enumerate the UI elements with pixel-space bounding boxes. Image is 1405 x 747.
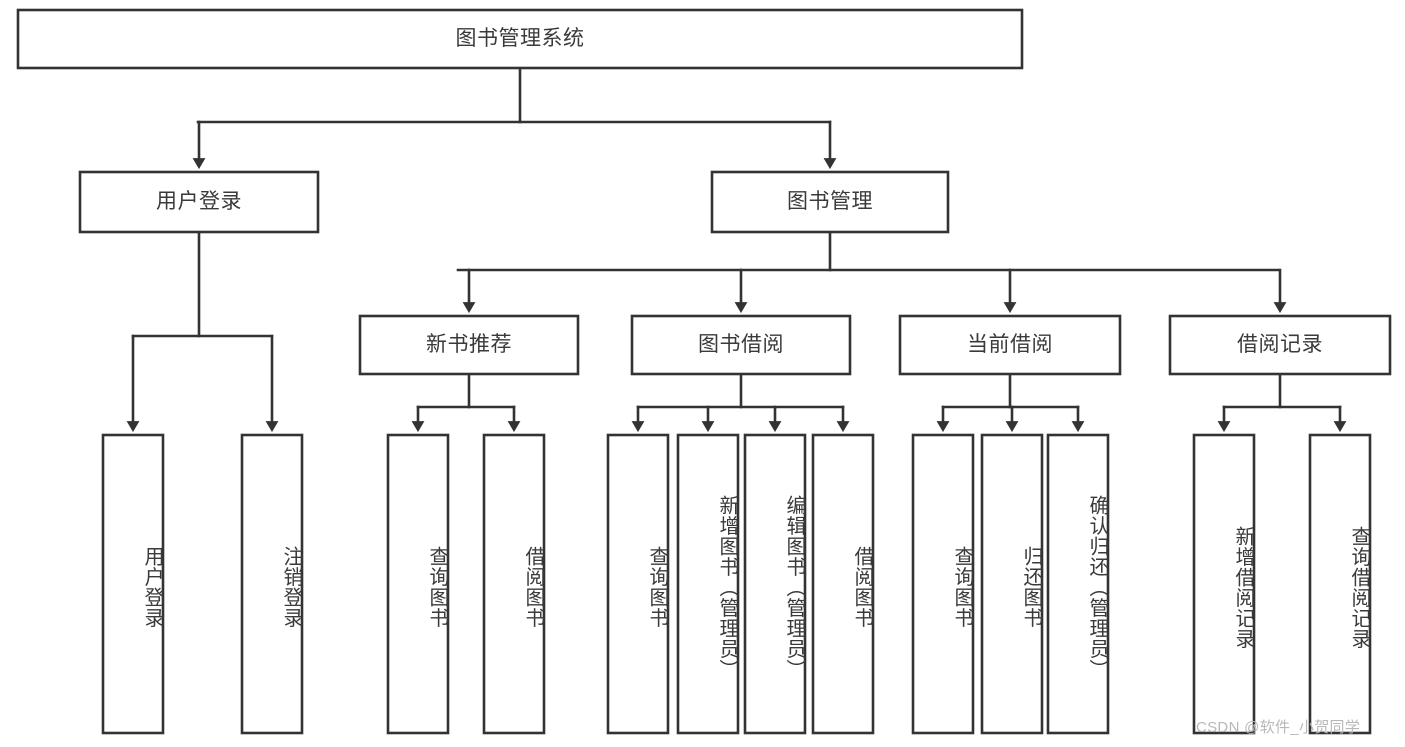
node-box-leaf-borrow-book-2[interactable] [811,433,875,735]
node-box-leaf-logout[interactable] [240,433,304,735]
node-box-leaf-query-book-1[interactable] [386,433,450,735]
node-box-bookmgmt[interactable] [710,170,950,234]
node-box-records[interactable] [1168,314,1392,376]
node-box-leaf-return-book[interactable] [980,433,1044,735]
node-box-leaf-query-record[interactable] [1308,433,1372,735]
nodes-layer [16,8,1392,735]
node-box-current[interactable] [898,314,1122,376]
node-box-borrow[interactable] [630,314,852,376]
node-box-root[interactable] [16,8,1024,70]
node-box-leaf-borrow-book-1[interactable] [482,433,546,735]
edges-layer [126,66,1347,433]
node-box-leaf-add-book[interactable] [676,433,740,735]
csdn-watermark: CSDN @软件_小贺同学 [1196,719,1361,736]
node-box-leaf-edit-book[interactable] [743,433,807,735]
node-box-leaf-add-record[interactable] [1192,433,1256,735]
node-box-login[interactable] [78,170,320,234]
node-box-leaf-user-login[interactable] [101,433,165,735]
node-box-newbook[interactable] [358,314,580,376]
node-box-leaf-query-book-3[interactable] [911,433,975,735]
node-box-leaf-confirm-return[interactable] [1046,433,1110,735]
node-box-leaf-query-book-2[interactable] [606,433,670,735]
